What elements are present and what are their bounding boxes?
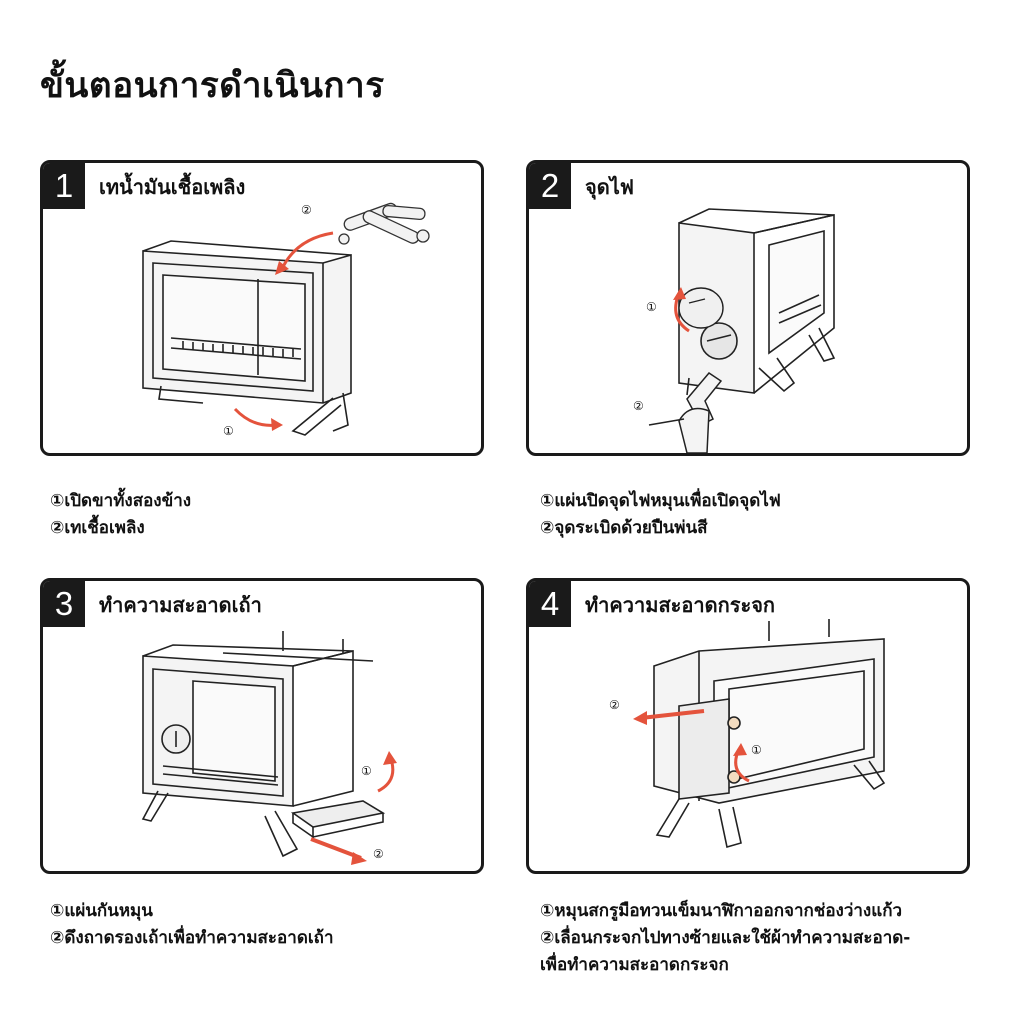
step-title: ทำความสะอาดเถ้า	[99, 593, 262, 617]
step-4-notes: ①หมุนสกรูมือทวนเข็มนาฬิกาออกจากช่องว่างแ…	[540, 898, 910, 979]
step-number: 4	[529, 581, 571, 627]
callout-marker: ②	[301, 203, 312, 217]
step-title: จุดไฟ	[585, 175, 634, 199]
step-2-card: 2 จุดไฟ ① ②	[526, 160, 970, 456]
step-4-slide-arrow	[640, 709, 705, 720]
step-4-illustration	[633, 619, 886, 849]
note-line: ①แผ่นกันหมุน	[50, 901, 153, 921]
step-number: 3	[43, 581, 85, 627]
step-title: เทน้ำมันเชื้อเพลิง	[99, 175, 246, 199]
callout-marker: ①	[361, 764, 372, 778]
step-2-notes: ①แผ่นปิดจุดไฟหมุนเพื่อเปิดจุดไฟ ②จุดระเบ…	[540, 488, 781, 542]
note-line: ①แผ่นปิดจุดไฟหมุนเพื่อเปิดจุดไฟ	[540, 491, 781, 511]
callout-marker: ①	[223, 424, 234, 438]
callout-marker: ①	[751, 743, 762, 757]
callout-marker: ②	[609, 698, 620, 712]
callout-marker: ②	[633, 399, 644, 413]
note-line: ②จุดระเบิดด้วยปืนพ่นสี	[540, 518, 708, 538]
ignition-cover	[678, 287, 724, 329]
step-number: 1	[43, 163, 85, 209]
step-1-card: 1 เทน้ำมันเชื้อเพลิง ② ①	[40, 160, 484, 456]
callout-marker: ②	[373, 847, 384, 861]
step-3-card: 3 ทำความสะอาดเถ้า ① ②	[40, 578, 484, 874]
step-1-illustration	[142, 202, 430, 436]
note-line: ②เลื่อนกระจกไปทางซ้ายและใช้ผ้าทำความสะอา…	[540, 928, 911, 948]
note-line: ①เปิดขาทั้งสองข้าง	[50, 491, 192, 511]
step-1-leg-arrow	[233, 407, 278, 427]
step-4-card: 4 ทำความสะอาดกระจก ② ①	[526, 578, 970, 874]
step-3-illustration	[141, 631, 397, 865]
step-2-illustration	[648, 208, 836, 453]
step-number: 2	[529, 163, 571, 209]
note-line: เพื่อทำความสะอาดกระจก	[540, 955, 729, 975]
note-line: ①หมุนสกรูมือทวนเข็มนาฬิกาออกจากช่องว่างแ…	[540, 901, 903, 921]
note-line: ②เทเชื้อเพลิง	[50, 518, 145, 538]
callout-marker: ①	[646, 300, 657, 314]
step-3-notes: ①แผ่นกันหมุน ②ดึงถาดรองเถ้าเพื่อทำความสะ…	[50, 898, 334, 952]
note-line: ②ดึงถาดรองเถ้าเพื่อทำความสะอาดเถ้า	[50, 928, 334, 948]
step-title: ทำความสะอาดกระจก	[585, 593, 776, 617]
step-1-notes: ①เปิดขาทั้งสองข้าง ②เทเชื้อเพลิง	[50, 488, 191, 542]
page-title: ขั้นตอนการดำเนินการ	[40, 66, 385, 106]
